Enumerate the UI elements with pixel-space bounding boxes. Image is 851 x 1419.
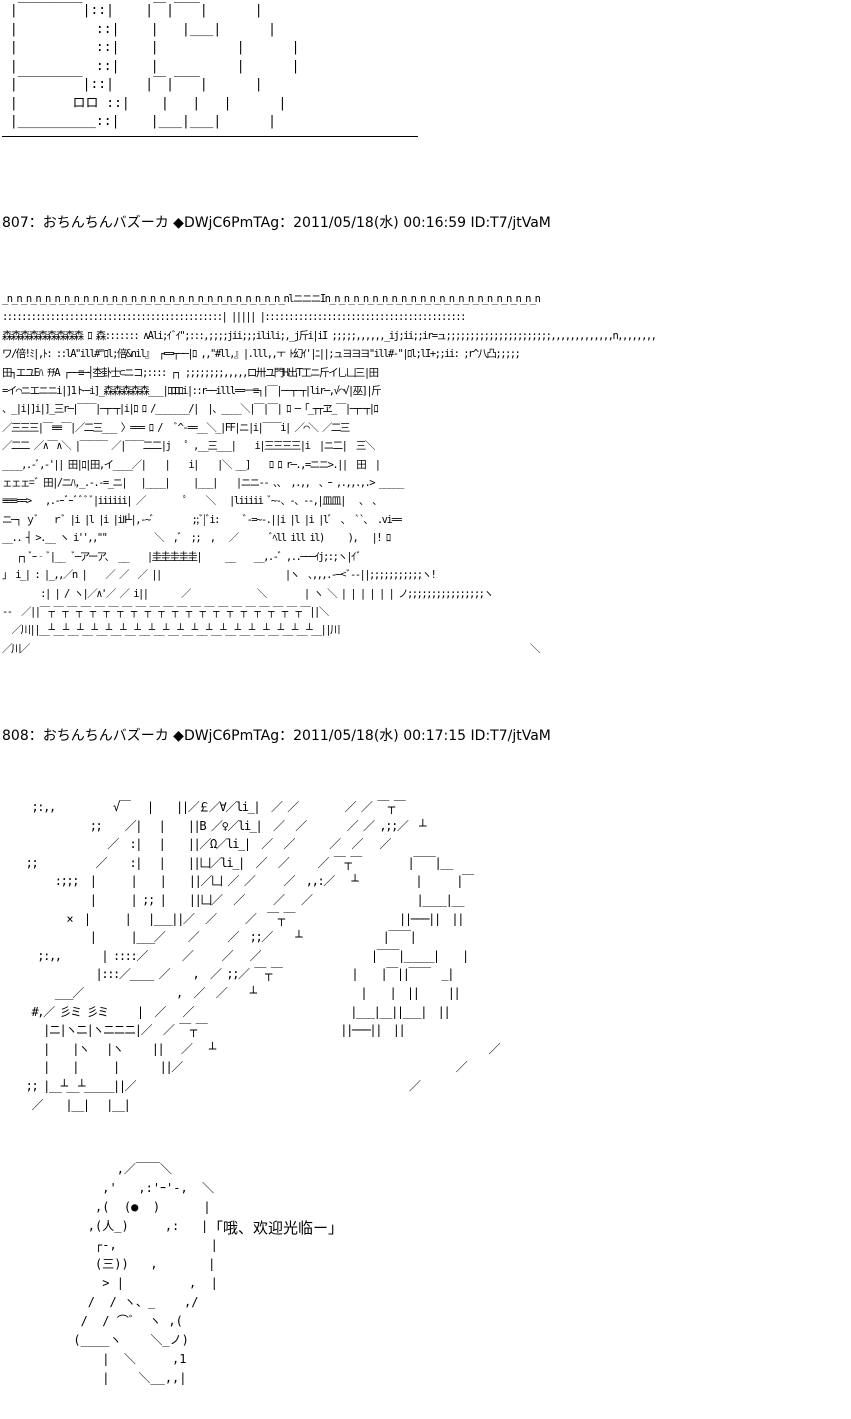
section-divider: [2, 136, 418, 137]
speaker-quote: 「哦、欢迎光临ー」: [208, 1219, 344, 1237]
post-807-ascii-art: _n_n_n_n_n_n_n_n_n_n_n_n_n_n_n_n_n_n_n_n…: [2, 293, 657, 655]
building-ascii-art: |￣￣￣￣￣|::| |￣|￣￣| | | ::| | |___| | | ::…: [9, 3, 300, 129]
speaker-character-ascii-art: ,／￣￣＼ ,' ,:'ｰ'-, ＼ ,( (● ) | ,(人_) ,: | …: [73, 1162, 218, 1385]
post-808-ascii-art: ;:,, √￣ | ||／￡／∀／li_| ／ ／ ／ ／ ￣┬￣ ;; ／| …: [25, 800, 501, 1112]
post-808-header: 808：おちんちんバズーカ ◆DWjC6PmTAg：2011/05/18(水) …: [2, 728, 551, 744]
post-807-header: 807：おちんちんバズーカ ◆DWjC6PmTAg：2011/05/18(水) …: [2, 215, 551, 231]
